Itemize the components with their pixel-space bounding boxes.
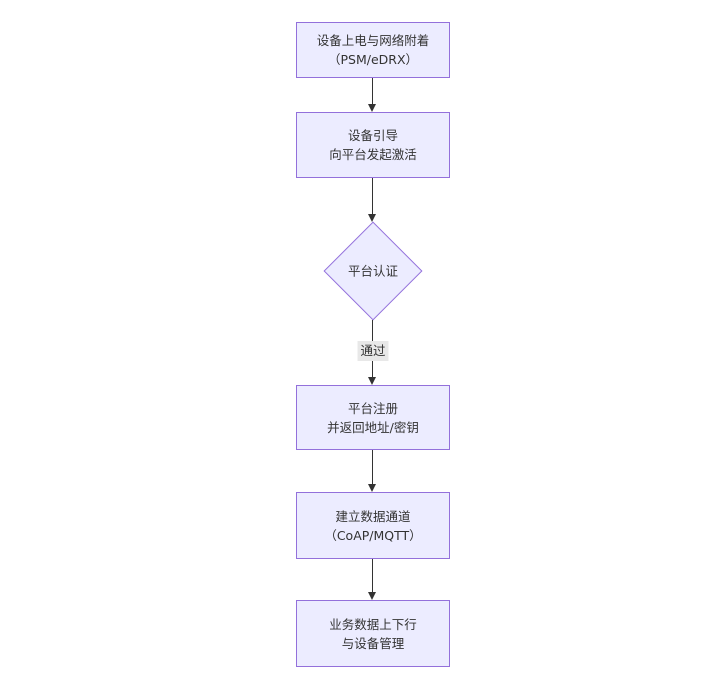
- edge-line-register-to-channel: [372, 450, 373, 484]
- node-business-data-management: 业务数据上下行 与设备管理: [296, 600, 450, 667]
- node-text-line: 业务数据上下行: [329, 616, 417, 632]
- node-text-line: （CoAP/MQTT）: [324, 527, 422, 543]
- node-text-line: 并返回地址/密钥: [327, 419, 419, 435]
- node-device-power-network-attach: 设备上电与网络附着 （PSM/eDRX）: [296, 22, 450, 78]
- node-text-line: 设备引导: [347, 128, 398, 143]
- node-text-line: 与设备管理: [341, 635, 405, 651]
- arrow-down-icon: [368, 104, 376, 112]
- edge-label-pass: 通过: [357, 341, 389, 361]
- node-text-line: 设备上电与网络附着: [316, 33, 430, 48]
- arrow-down-icon: [368, 214, 376, 222]
- node-text-line: （PSM/eDRX）: [327, 52, 419, 67]
- edge-line-power-to-bootstrap: [372, 78, 373, 104]
- arrow-down-icon: [368, 484, 376, 492]
- edge-line-channel-to-business: [372, 559, 373, 592]
- decision-label: 平台认证: [347, 263, 399, 279]
- node-text-line: 建立数据通道: [335, 508, 411, 524]
- node-text-line: 向平台发起激活: [329, 147, 417, 162]
- arrow-down-icon: [368, 377, 376, 385]
- node-data-channel: 建立数据通道 （CoAP/MQTT）: [296, 492, 450, 559]
- node-platform-register: 平台注册 并返回地址/密钥: [296, 385, 450, 450]
- node-text-line: 平台注册: [347, 400, 398, 416]
- node-device-bootstrap: 设备引导 向平台发起激活: [296, 112, 450, 178]
- arrow-down-icon: [368, 592, 376, 600]
- edge-line-bootstrap-to-auth: [372, 178, 373, 214]
